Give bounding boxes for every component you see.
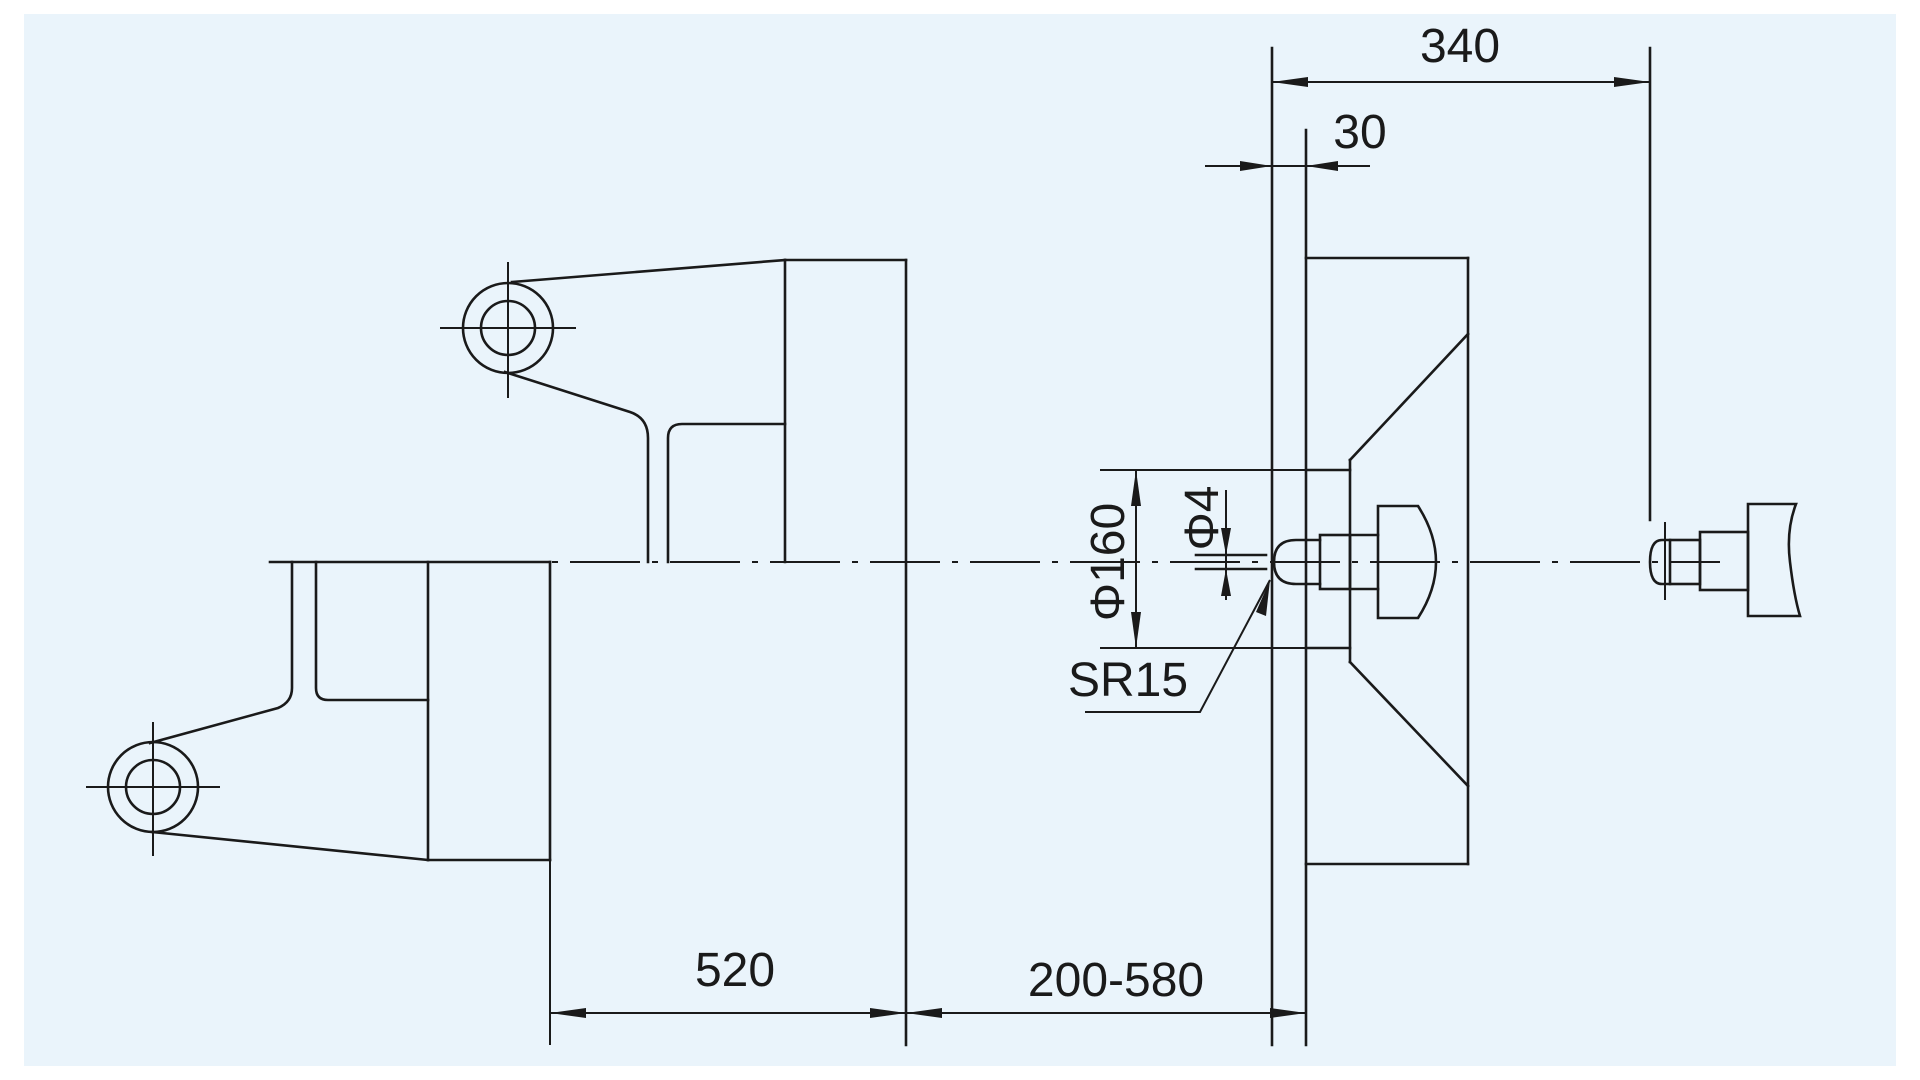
dimension-520: 520 xyxy=(549,860,906,1045)
far-right-tool xyxy=(1648,46,1802,618)
dimension-30: 30 xyxy=(1205,106,1387,171)
dimension-340: 340 xyxy=(1272,20,1650,87)
sr15-label: SR15 xyxy=(1068,654,1188,707)
center-probe xyxy=(1272,504,1438,620)
dimension-340-label: 340 xyxy=(1420,20,1500,73)
dimension-phi4: Φ4 xyxy=(1176,486,1268,600)
sr15-leader: SR15 xyxy=(1068,579,1271,713)
dimension-200-580-label: 200-580 xyxy=(1028,954,1204,1007)
dimension-520-label: 520 xyxy=(695,944,775,997)
upper-mounting-bracket xyxy=(440,258,787,564)
drawing-background xyxy=(24,14,1896,1066)
dimension-30-label: 30 xyxy=(1333,106,1386,159)
lower-mounting-bracket xyxy=(86,560,552,862)
cylinder-body xyxy=(548,258,908,1047)
dimension-phi160: Φ160 xyxy=(1082,469,1306,649)
dimension-phi4-label: Φ4 xyxy=(1176,486,1229,551)
right-platen xyxy=(1270,46,1470,1047)
dimension-phi160-label: Φ160 xyxy=(1082,503,1135,621)
dimension-200-580: 200-580 xyxy=(906,954,1306,1018)
